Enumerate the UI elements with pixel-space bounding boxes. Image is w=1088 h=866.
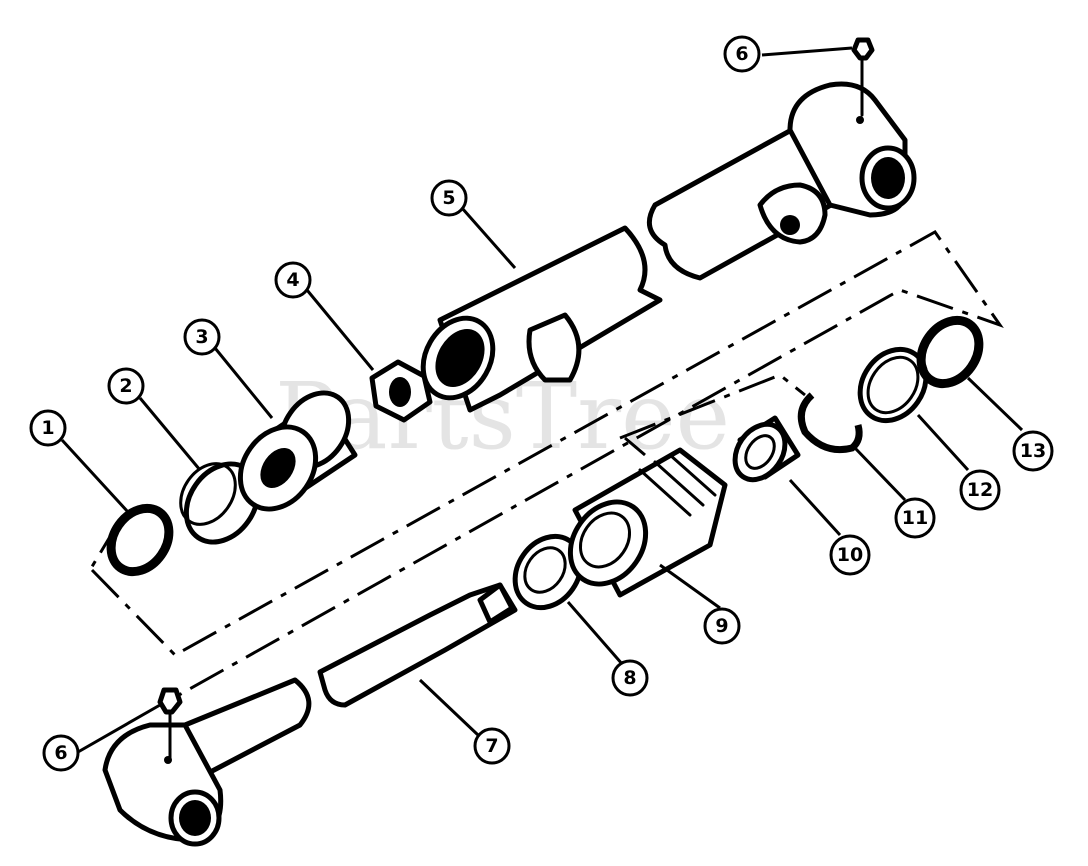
callout-8-label: 8 (623, 667, 636, 689)
callout-7: 7 (473, 727, 511, 765)
callout-12: 12 (959, 469, 1001, 511)
callout-7-label: 7 (485, 735, 498, 757)
callout-10-label: 10 (837, 544, 863, 566)
callout-3-label: 3 (195, 326, 208, 348)
part-3-gland[interactable] (225, 380, 363, 524)
part-10-bushing[interactable] (725, 415, 801, 489)
callout-8: 8 (611, 659, 649, 697)
part-8-wiper[interactable] (502, 524, 595, 621)
callout-5-label: 5 (442, 187, 455, 209)
part-6-grease-fitting-bottom[interactable] (157, 687, 183, 760)
part-6-grease-fitting-top[interactable] (851, 37, 875, 117)
callout-5: 5 (430, 179, 468, 217)
callout-6-bottom: 6 (42, 734, 80, 772)
part-13-o-ring[interactable] (909, 309, 991, 395)
callout-11: 11 (894, 497, 936, 539)
callout-6-top-label: 6 (735, 43, 748, 65)
callout-6-top: 6 (723, 35, 761, 73)
callout-9-label: 9 (715, 615, 728, 637)
callout-1: 1 (29, 409, 67, 447)
leader-lines (60, 46, 1024, 754)
callout-4: 4 (274, 261, 312, 299)
part-12-backup-ring[interactable] (847, 337, 940, 434)
callout-13-label: 13 (1020, 440, 1046, 462)
callout-9: 9 (703, 607, 741, 645)
callout-2-label: 2 (119, 375, 132, 397)
callout-2: 2 (107, 367, 145, 405)
callout-11-label: 11 (902, 507, 928, 529)
part-9-piston[interactable] (555, 447, 728, 599)
callout-4-label: 4 (286, 269, 299, 291)
part-4-hex-nut[interactable] (369, 359, 433, 423)
callout-13: 13 (1012, 430, 1054, 472)
part-5-cylinder-barrel[interactable] (409, 81, 917, 413)
callout-10: 10 (829, 534, 871, 576)
part-11-snap-ring[interactable] (797, 392, 863, 454)
callout-6-bottom-label: 6 (54, 742, 67, 764)
callout-1-label: 1 (41, 417, 54, 439)
callout-3: 3 (183, 318, 221, 356)
callout-12-label: 12 (967, 479, 993, 501)
part-1-o-ring[interactable] (99, 497, 181, 583)
part-7-piston-rod[interactable] (102, 582, 518, 847)
